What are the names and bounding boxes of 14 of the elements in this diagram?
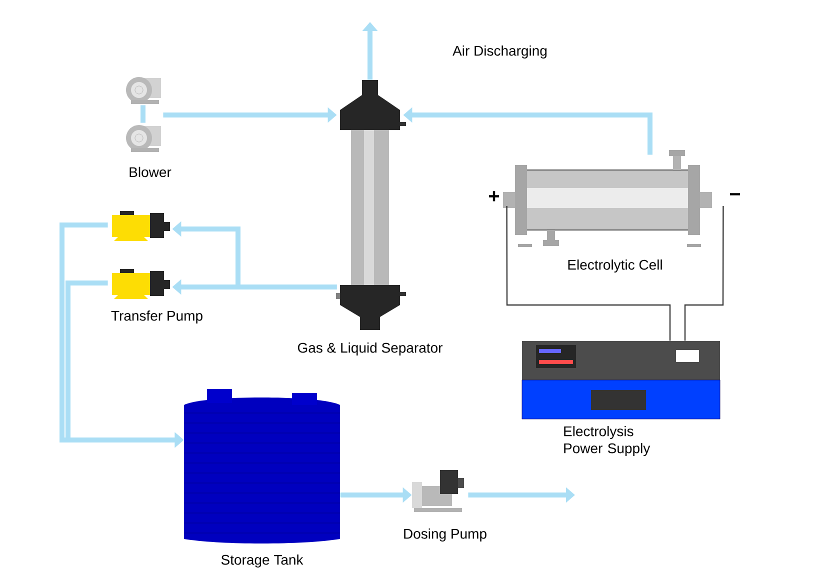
polarity-sign: − (730, 193, 740, 196)
equipment-label: Blower (130, 166, 172, 178)
wire (684, 206, 724, 341)
blower-drawing (126, 77, 161, 104)
note-label: Air Discharging (452, 45, 547, 59)
transfer-pump-drawing (112, 211, 170, 241)
equipment-label: Storage Tank (221, 554, 304, 568)
equipment-label: Electrolytic Cell (568, 259, 662, 273)
equipment-label: Gas & Liquid Separator (298, 342, 443, 356)
equipment-label: Dosing Pump (404, 528, 486, 542)
equipment-label: Transfer Pump (111, 310, 202, 324)
wire (506, 206, 671, 341)
equipment-label: Electrolysis Power Supply (564, 426, 650, 456)
polarity-sign: + (489, 191, 500, 202)
